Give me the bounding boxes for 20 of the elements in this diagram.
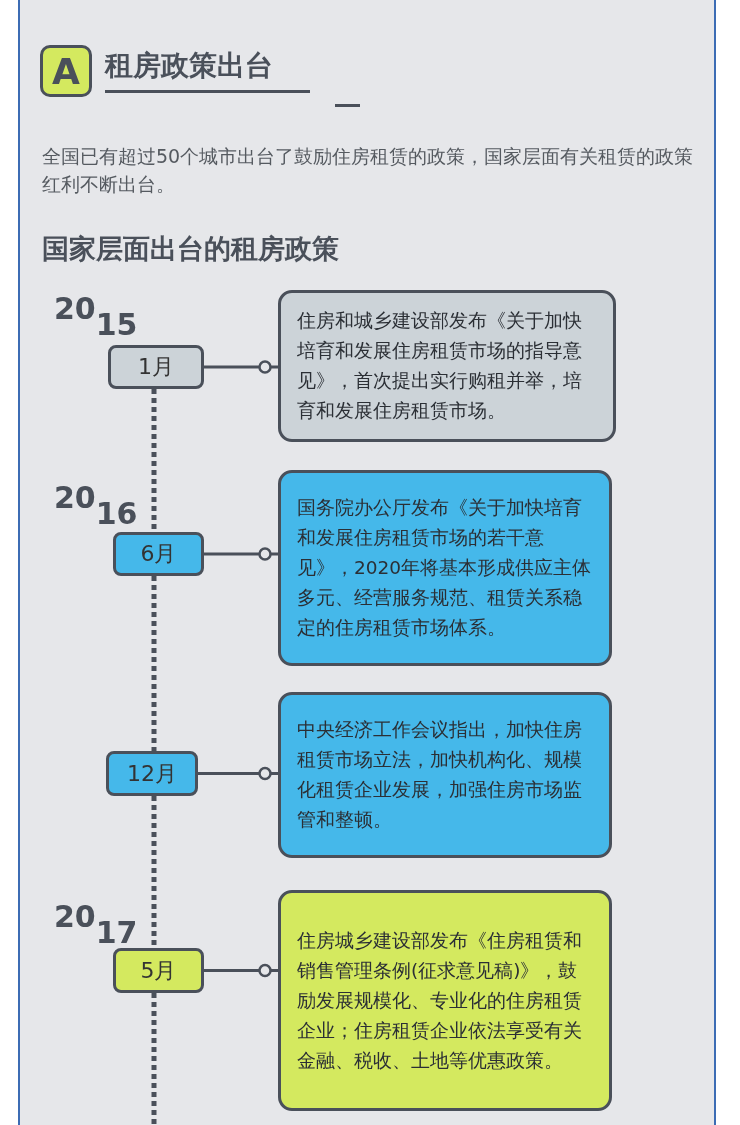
section-subtitle: 国家层面出台的租房政策 [42,232,340,266]
date-box: 5月 [113,948,204,993]
date-box: 6月 [113,532,204,576]
connector-line [198,766,278,781]
connector-line [204,360,278,374]
event-box: 中央经济工作会议指出，加快住房租赁市场立法，加快机构化、规模化租赁企业发展，加强住房市场监管和整顿。 [278,692,612,858]
timeline-line [151,993,157,1125]
timeline-line [151,389,157,532]
event-box: 住房和城乡建设部发布《关于加快培育和发展住房租赁市场的指导意见》，首次提出实行购租并举，培育和发展住房租赁市场。 [278,290,616,442]
intro-text: 全国已有超过50个城市出台了鼓励住房租赁的政策，国家层面有关租赁的政策红利不断出台。 [42,144,695,197]
date-box: 12月 [106,751,198,796]
connector-line [204,963,278,978]
timeline-line [151,576,157,751]
timeline-line [151,796,157,948]
event-box: 国务院办公厅发布《关于加快培育和发展住房租赁市场的若干意见》，2020年将基本形成供应主体多元、经营服务规范、租赁关系稳定的住房租赁市场体系。 [278,470,612,666]
date-box: 1月 [108,345,204,389]
section-title: 租房政策出台 [105,48,310,93]
section-badge: A [40,45,92,97]
event-box: 住房城乡建设部发布《住房租赁和销售管理条例(征求意见稿)》，鼓励发展规模化、专业化的住房租赁企业；住房租赁企业依法享受有关金融、税收、土地等优惠政策。 [278,890,612,1111]
connector-line [204,547,278,561]
